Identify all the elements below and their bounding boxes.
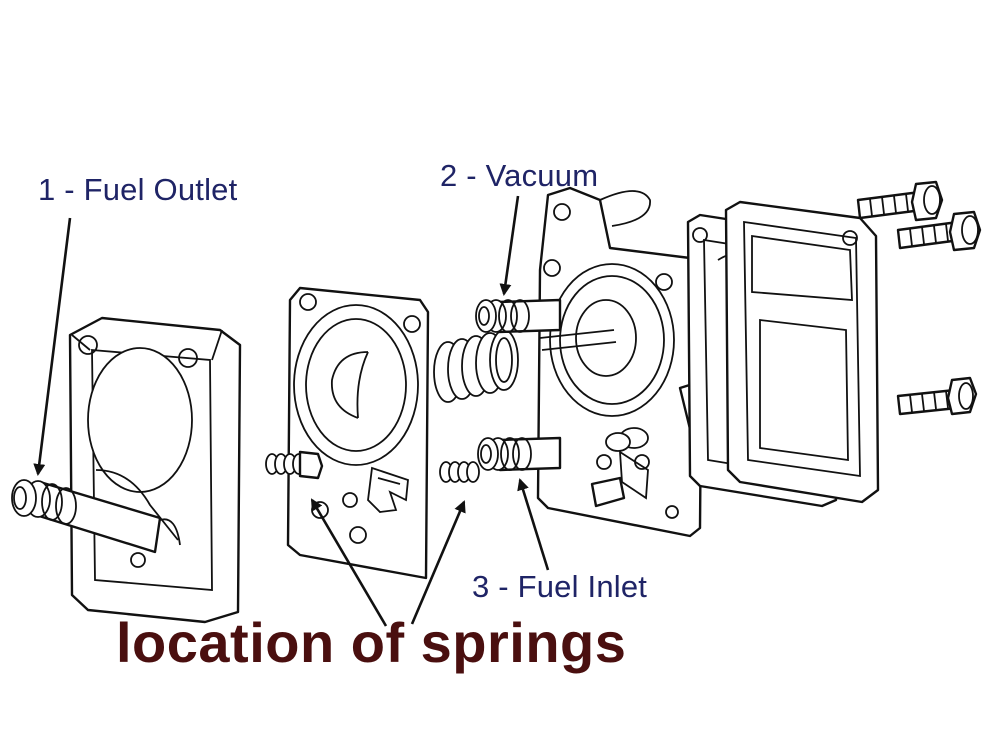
fuel-outlet-label: 1 - Fuel Outlet [38, 172, 238, 207]
arrow-spring-right [410, 500, 466, 625]
bolt-bottom [896, 376, 978, 416]
fuel-inlet-nozzle [477, 436, 562, 472]
vacuum-label: 2 - Vacuum [440, 158, 599, 193]
arrow-vacuum [499, 195, 520, 296]
arrow-fuel-outlet [33, 217, 72, 476]
diaphragm-spring [433, 329, 519, 403]
springs-location-label: location of springs [116, 611, 627, 674]
bolt-top [856, 180, 944, 222]
diaphragm-plate [286, 286, 430, 580]
arrow-fuel-inlet [517, 478, 550, 571]
spring-small-a [265, 450, 324, 480]
rear-cover [724, 200, 880, 504]
fuel-outlet-nozzle [11, 479, 162, 554]
spring-small-b [439, 461, 480, 483]
bolt-middle [896, 210, 982, 252]
outlet-housing [11, 316, 242, 624]
vacuum-nozzle [475, 298, 562, 334]
fuel-inlet-label: 3 - Fuel Inlet [472, 569, 648, 604]
arrow-spring-left [310, 498, 388, 627]
